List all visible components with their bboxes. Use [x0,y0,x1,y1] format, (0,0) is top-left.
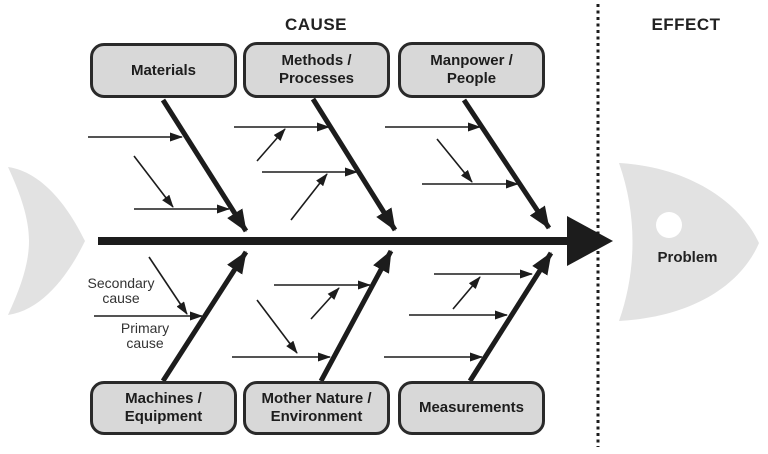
problem-label: Problem [657,249,718,266]
primary-cause-label: Primary cause [120,320,170,351]
effect-title: EFFECT [651,15,721,34]
methods-bone [310,97,398,232]
category-box-measurements: Measurements [398,381,545,435]
mother-nature-cause-arrows [232,280,371,362]
secondary-cause-arrow [256,299,298,354]
spine-arrowhead [567,216,613,266]
category-box-materials: Materials [90,43,237,98]
materials-cause-arrows [88,132,230,214]
machines-cause-arrows [94,256,203,321]
secondary-cause-arrow [148,256,188,315]
manpower-cause-arrows [385,122,519,189]
measurements-cause-arrows [384,269,533,362]
mother-nature-bone [318,249,394,383]
category-box-manpower: Manpower / People [398,42,545,98]
fish-head-shape [619,163,759,321]
secondary-cause-arrow [133,155,174,208]
secondary-cause-label: Secondary cause [87,275,155,306]
fish-eye [656,212,682,238]
secondary-cause-arrow [256,128,286,162]
methods-cause-arrows [234,122,358,221]
measurements-bone [467,251,554,383]
secondary-cause-arrow [290,173,328,221]
category-box-mother-nature: Mother Nature / Environment [243,381,390,435]
secondary-cause-arrow [436,138,473,183]
fish-tail-shape [8,167,85,315]
materials-bone [160,98,249,233]
secondary-cause-arrow [452,276,481,310]
machines-bone [160,250,249,383]
manpower-bone [461,98,552,230]
category-box-machines: Machines / Equipment [90,381,237,435]
cause-title: CAUSE [284,15,347,34]
category-box-methods: Methods / Processes [243,42,390,98]
secondary-cause-arrow [310,287,340,320]
spine [98,216,613,266]
